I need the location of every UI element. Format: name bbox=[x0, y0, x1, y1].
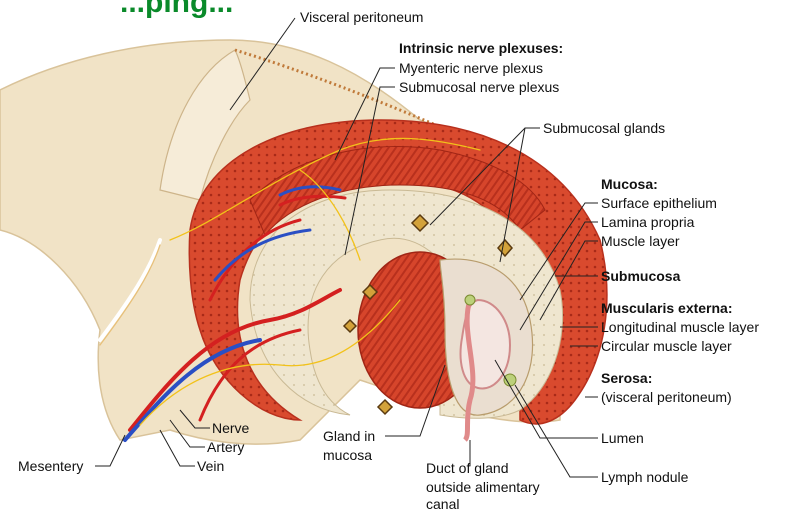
label-lumen: Lumen bbox=[601, 430, 644, 447]
label-muscularis-externa: Muscularis externa: bbox=[601, 300, 733, 317]
label-mesentery: Mesentery bbox=[18, 458, 83, 475]
label-circular-muscle-layer: Circular muscle layer bbox=[601, 338, 732, 355]
label-longitudinal-muscle-layer: Longitudinal muscle layer bbox=[601, 319, 759, 336]
label-surface-epithelium: Surface epithelium bbox=[601, 195, 717, 212]
label-duct-line3: canal bbox=[426, 496, 459, 513]
label-duct-line2: outside alimentary bbox=[426, 479, 540, 496]
label-submucosal-nerve-plexus: Submucosal nerve plexus bbox=[399, 79, 559, 96]
label-submucosa: Submucosa bbox=[601, 268, 680, 285]
label-nerve: Nerve bbox=[212, 420, 249, 437]
label-visceral-peritoneum: Visceral peritoneum bbox=[300, 9, 423, 26]
label-lymph-nodule: Lymph nodule bbox=[601, 469, 688, 486]
label-mucosa: Mucosa: bbox=[601, 176, 658, 193]
label-submucosal-glands: Submucosal glands bbox=[543, 120, 665, 137]
label-muscle-layer: Muscle layer bbox=[601, 233, 680, 250]
label-serosa-sub: (visceral peritoneum) bbox=[601, 389, 732, 406]
label-duct-line1: Duct of gland bbox=[426, 460, 509, 477]
label-intrinsic-nerve-plexuses: Intrinsic nerve plexuses: bbox=[399, 40, 563, 57]
label-artery: Artery bbox=[207, 439, 244, 456]
label-myenteric-nerve-plexus: Myenteric nerve plexus bbox=[399, 60, 543, 77]
label-serosa: Serosa: bbox=[601, 370, 652, 387]
label-gland-in-mucosa-line1: Gland in bbox=[323, 428, 375, 445]
label-gland-in-mucosa-line2: mucosa bbox=[323, 447, 372, 464]
page-title-fragment: ...ping... bbox=[120, 0, 233, 20]
label-vein: Vein bbox=[197, 458, 224, 475]
label-lamina-propria: Lamina propria bbox=[601, 214, 694, 231]
